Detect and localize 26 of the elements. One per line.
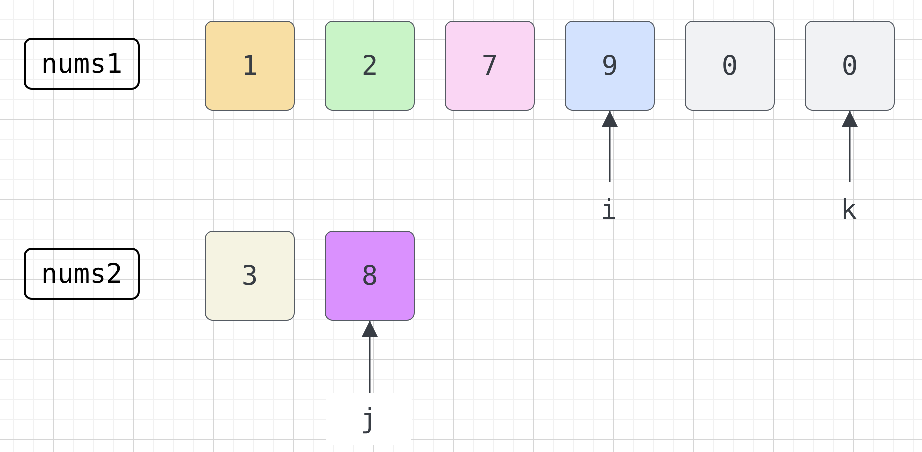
array-name: nums2	[41, 258, 123, 290]
array-cell	[445, 21, 535, 111]
cell-value: 0	[722, 50, 738, 82]
array-name: nums1	[41, 48, 123, 80]
cell-value: 8	[362, 260, 378, 292]
pointer-name: j	[360, 404, 378, 434]
array-cell	[565, 21, 655, 111]
cell-value: 9	[602, 50, 618, 82]
pointer-arrow	[362, 321, 378, 393]
pointer-name: k	[840, 194, 858, 226]
array-name-box	[24, 248, 140, 300]
array-cell	[325, 231, 415, 321]
pointer-arrow	[842, 111, 858, 182]
cell-value: 3	[242, 260, 258, 292]
cell-value: 1	[242, 50, 258, 82]
array-cell	[205, 21, 295, 111]
cell-value: 7	[482, 50, 498, 82]
array-cell	[325, 21, 415, 111]
array-cell	[685, 21, 775, 111]
cell-value: 0	[842, 50, 858, 82]
array-name-box	[24, 38, 140, 90]
array-cell	[205, 231, 295, 321]
pointer-name: i	[600, 194, 618, 226]
cell-value: 2	[362, 50, 378, 82]
pointer-arrow	[602, 111, 618, 182]
array-cell	[805, 21, 895, 111]
